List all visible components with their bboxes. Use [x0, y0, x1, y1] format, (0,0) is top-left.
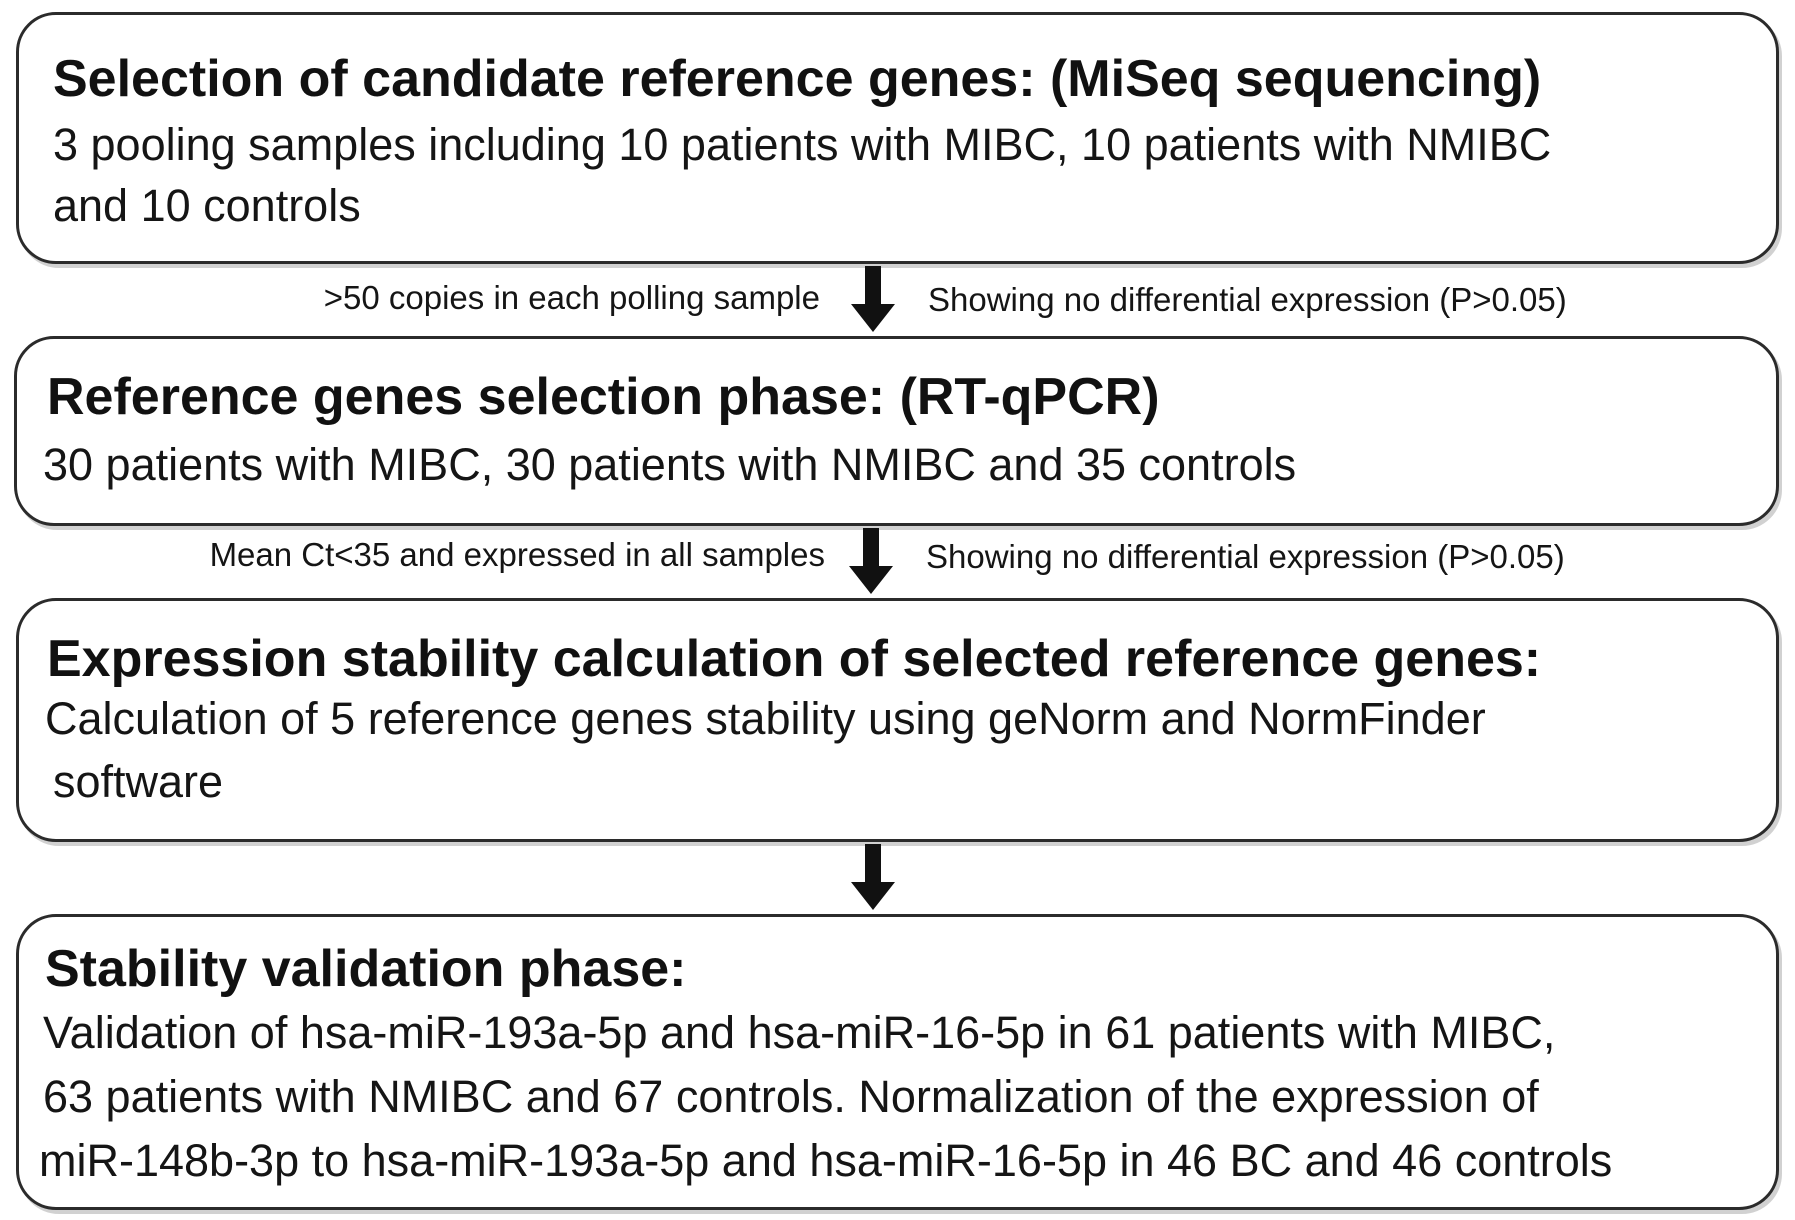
step-4-title: Stability validation phase: — [45, 940, 687, 998]
step-box-4: Stability validation phase: Validation o… — [16, 914, 1779, 1210]
step-box-3: Expression stability calculation of sele… — [16, 598, 1779, 842]
step-4-line-3: miR-148b-3p to hsa-miR-193a-5p and hsa-m… — [39, 1135, 1613, 1186]
step-box-1: Selection of candidate reference genes: … — [16, 12, 1779, 264]
transition-2-left-note: Mean Ct<35 and expressed in all samples — [209, 536, 825, 573]
step-3-line-2: software — [53, 756, 224, 807]
step-2-line-1: 30 patients with MIBC, 30 patients with … — [43, 439, 1297, 490]
step-4-line-1: Validation of hsa-miR-193a-5p and hsa-mi… — [43, 1007, 1556, 1058]
step-4-line-2: 63 patients with NMIBC and 67 controls. … — [43, 1071, 1539, 1122]
step-1-line-2: and 10 controls — [53, 180, 361, 231]
down-arrow-icon — [848, 266, 898, 334]
down-arrow-icon — [846, 528, 896, 596]
step-2-title: Reference genes selection phase: (RT-qPC… — [47, 368, 1160, 426]
step-1-title: Selection of candidate reference genes: … — [53, 50, 1542, 108]
step-box-2: Reference genes selection phase: (RT-qPC… — [14, 336, 1779, 526]
step-1-line-1: 3 pooling samples including 10 patients … — [53, 119, 1552, 170]
step-3-title: Expression stability calculation of sele… — [47, 630, 1542, 688]
down-arrow-icon — [848, 844, 898, 912]
transition-2-right-note: Showing no differential expression (P>0.… — [926, 538, 1565, 575]
transition-1-right-note: Showing no differential expression (P>0.… — [928, 281, 1567, 318]
transition-1-left-note: >50 copies in each polling sample — [323, 279, 820, 316]
step-3-line-1: Calculation of 5 reference genes stabili… — [45, 693, 1486, 744]
